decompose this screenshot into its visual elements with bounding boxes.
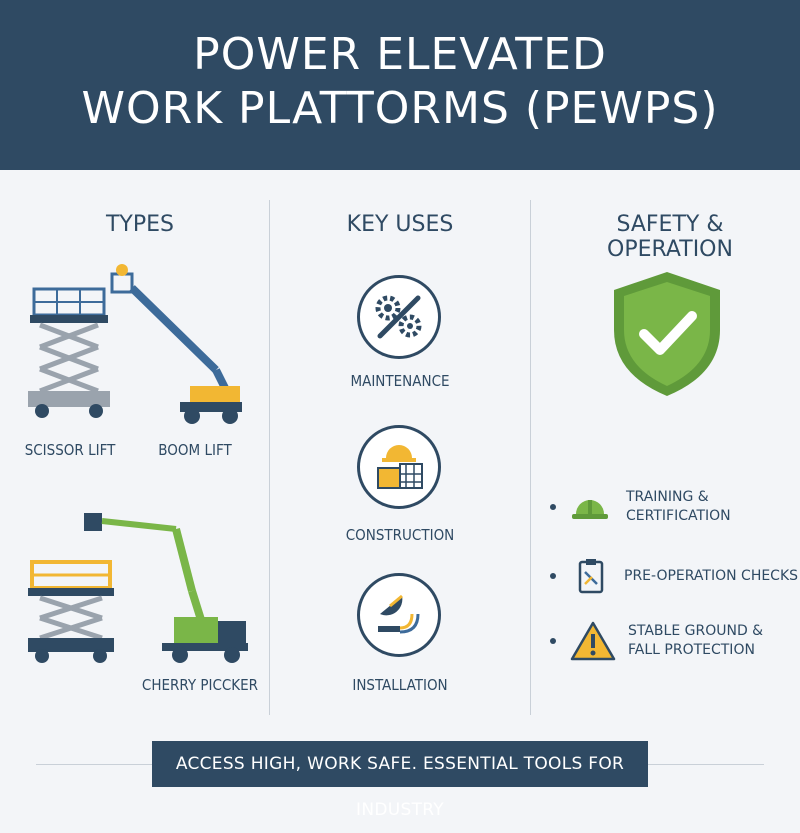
cherry-picker-icon — [84, 513, 248, 663]
scissor-lift-icon — [28, 287, 110, 418]
safety-item-ground: STABLE GROUND & FALL PROTECTION — [550, 620, 763, 662]
warning-icon — [570, 621, 616, 661]
installation-label: INSTALLATION — [352, 676, 448, 694]
safety-item-checks: PRE-OPERATION CHECKS — [550, 558, 798, 594]
bullet — [550, 573, 556, 579]
hardhat-icon — [572, 500, 608, 519]
checks-text: PRE-OPERATION CHECKS — [624, 567, 799, 584]
training-line-2: CERTIFICATION — [626, 508, 731, 524]
safety-title: SAFETY & OPERATION — [607, 212, 733, 262]
bullet — [550, 504, 556, 510]
gears-wrench-icon — [375, 295, 422, 339]
safety-item-training: TRAINING & CERTIFICATION — [550, 488, 731, 526]
types-title: TYPES — [105, 212, 174, 237]
training-line-1: TRAINING & — [626, 489, 709, 505]
column-divider — [269, 200, 270, 715]
bullet — [550, 638, 556, 644]
cherry-picker-label: CHERRY PICCKER — [141, 676, 259, 694]
column-divider — [530, 200, 531, 715]
maintenance-circle — [357, 275, 441, 359]
key-uses-title: KEY USES — [346, 212, 454, 237]
construction-circle — [357, 425, 441, 509]
ground-line-2: FALL PROTECTION — [628, 642, 755, 658]
title-line-1: POWER ELEVATED — [193, 29, 607, 80]
construction-label: CONSTRUCTION — [345, 526, 455, 544]
installation-circle — [357, 573, 441, 657]
ground-text: STABLE GROUND & FALL PROTECTION — [628, 622, 763, 660]
footer-banner: ACCESS HIGH, WORK SAFE. ESSENTIAL TOOLS … — [152, 741, 648, 820]
ground-line-1: STABLE GROUND & — [628, 623, 764, 639]
page-title: POWER ELEVATED WORK PLATTORMS (PEWPS) — [0, 0, 800, 136]
clipboard-icon — [578, 559, 604, 594]
scissor-lift-yellow-icon — [28, 560, 114, 663]
scissor-lift-label: SCISSOR LIFT — [24, 441, 116, 459]
boom-lift-label: BOOM LIFT — [158, 441, 232, 459]
header-banner: POWER ELEVATED WORK PLATTORMS (PEWPS) — [0, 0, 800, 170]
title-line-2: WORK PLATTORMS (PEWPS) — [81, 83, 719, 134]
training-text: TRAINING & CERTIFICATION — [626, 488, 731, 526]
maintenance-label: MAINTENANCE — [350, 372, 450, 390]
hardhat-building-icon — [377, 445, 423, 489]
shield-check-icon — [614, 272, 720, 396]
satellite-dish-icon — [378, 594, 420, 634]
boom-lift-icon — [110, 264, 242, 424]
